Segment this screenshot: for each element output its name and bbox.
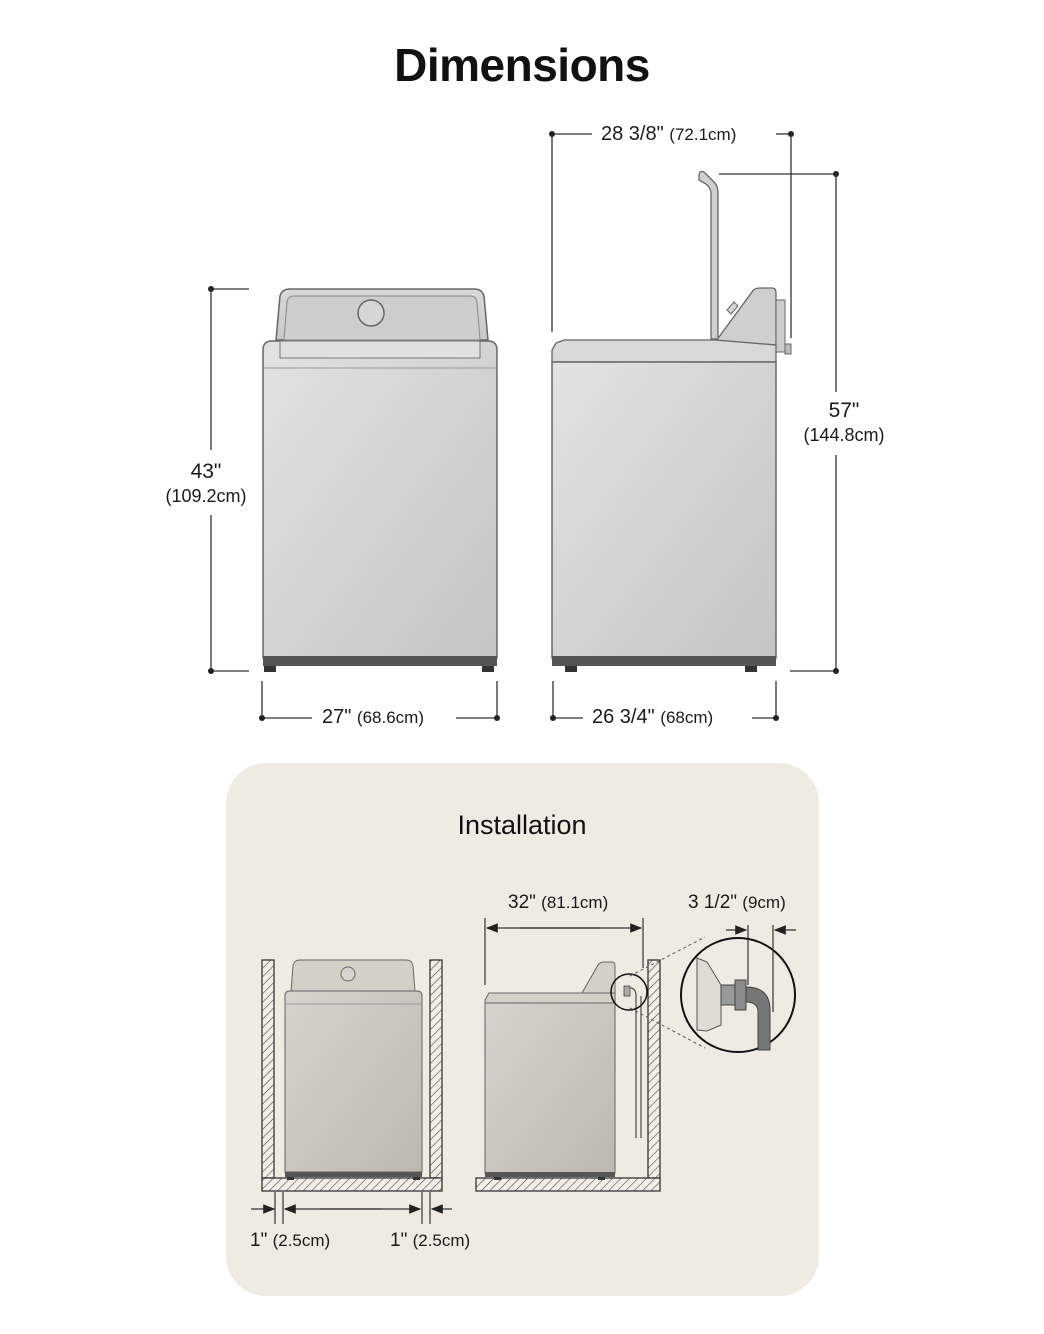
height-front-inches: 43" (190, 460, 222, 483)
rear-clearance-inches: 3 1/2" (688, 892, 738, 913)
rear-clearance-label: 3 1/2" (9cm) (688, 892, 786, 914)
depth-side-label: 26 3/4" (68cm) (588, 706, 718, 729)
height-lid-open-inches: 57" (828, 399, 860, 422)
front-alcove (261, 959, 443, 1192)
height-lid-open-cm: (144.8cm) (803, 425, 885, 445)
depth-with-controls-inches: 28 3/8" (601, 123, 664, 145)
dimensions-drawing (208, 131, 839, 721)
page-title: Dimensions (394, 39, 650, 91)
width-front-inches: 27" (322, 706, 352, 728)
installation-title: Installation (457, 810, 587, 840)
side-clearance-right-cm: (2.5cm) (412, 1231, 471, 1250)
front-view-washer (262, 288, 498, 672)
side-clearance-left-cm: (2.5cm) (272, 1231, 331, 1250)
side-clearance-right-inches: 1" (390, 1230, 408, 1251)
depth-with-controls-label: 28 3/8" (72.1cm) (597, 123, 741, 146)
side-clearance-left-inches: 1" (250, 1230, 268, 1251)
depth-clearance-inches: 32" (508, 892, 536, 913)
width-front-label: 27" (68.6cm) (318, 706, 428, 729)
depth-clearance-label: 32" (81.1cm) (508, 892, 608, 914)
width-front-cm: (68.6cm) (356, 708, 424, 727)
rear-clearance-cm: (9cm) (742, 893, 786, 912)
side-view-washer (551, 170, 792, 672)
height-front-cm: (109.2cm) (165, 486, 247, 506)
side-clearance-right-label: 1" (2.5cm) (390, 1230, 470, 1252)
depth-side-cm: (68cm) (660, 708, 714, 727)
depth-side-inches: 26 3/4" (592, 706, 655, 728)
height-lid-open-label: 57" (144.8cm) (792, 398, 896, 448)
side-clearance-left-label: 1" (2.5cm) (250, 1230, 330, 1252)
height-front-label: 43" (109.2cm) (156, 459, 256, 509)
depth-clearance-cm: (81.1cm) (541, 893, 609, 912)
depth-with-controls-cm: (72.1cm) (669, 125, 737, 144)
side-alcove (475, 925, 796, 1192)
